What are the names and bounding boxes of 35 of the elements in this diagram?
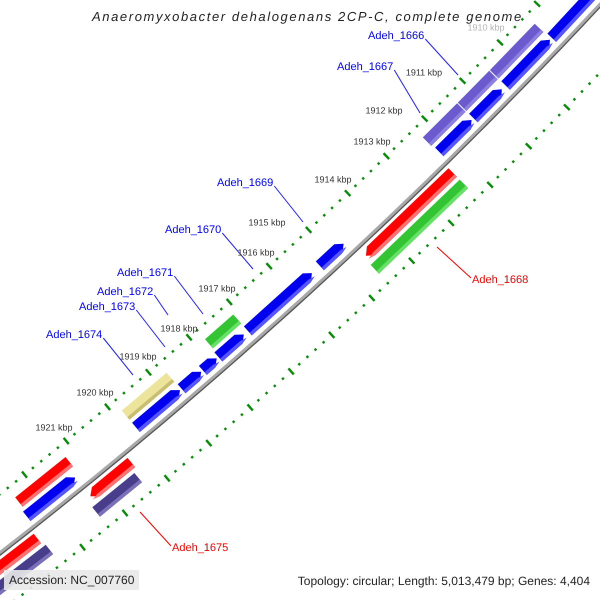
scale-label: 1920 kbp [76,388,114,398]
scale-label: 1918 kbp [160,324,198,334]
scale-label: 1919 kbp [119,352,157,362]
diagram-title: Anaeromyxobacter dehalogenans 2CP-C, complete genome [92,10,523,23]
leader-line [274,186,304,222]
gene-label: Adeh_1671 [117,268,174,279]
leader-line [222,232,254,270]
leader-line [102,338,134,376]
leader-line [424,38,458,76]
gene-label: Adeh_1666 [368,31,424,42]
scale-label: 1915 kbp [248,218,286,228]
gene-label: Adeh_1669 [217,178,274,189]
scale-label: 1912 kbp [365,106,403,116]
leader-line [436,246,472,278]
gene-label: Adeh_1672 [97,287,154,298]
scale-label: 1921 kbp [35,424,73,432]
gene-label: Adeh_1675 [172,543,228,554]
scale-label: 1913 kbp [353,138,391,146]
leader-line [140,512,172,546]
scale-label: 1911 kbp [406,68,442,78]
leader-line [136,310,166,348]
scale-label: 1910 kbp [467,24,505,32]
genome-summary: Topology: circular; Length: 5,013,479 bp; Genes: 4,404 [298,575,590,587]
leader-line [174,276,204,314]
scale-label: 1916 kbp [237,248,275,258]
scale-label: 1914 kbp [314,176,352,184]
gene-label: Adeh_1670 [165,225,222,236]
leader-line [154,294,168,316]
leader-line [394,70,420,114]
gene-label: Adeh_1667 [337,62,394,73]
gene-label: Adeh_1668 [472,275,528,286]
gene-label: Adeh_1674 [46,330,102,341]
scale-label: 1917 kbp [198,284,236,294]
accession-label: Accession: NC_007760 [4,570,140,590]
gene-label: Adeh_1673 [79,302,136,313]
